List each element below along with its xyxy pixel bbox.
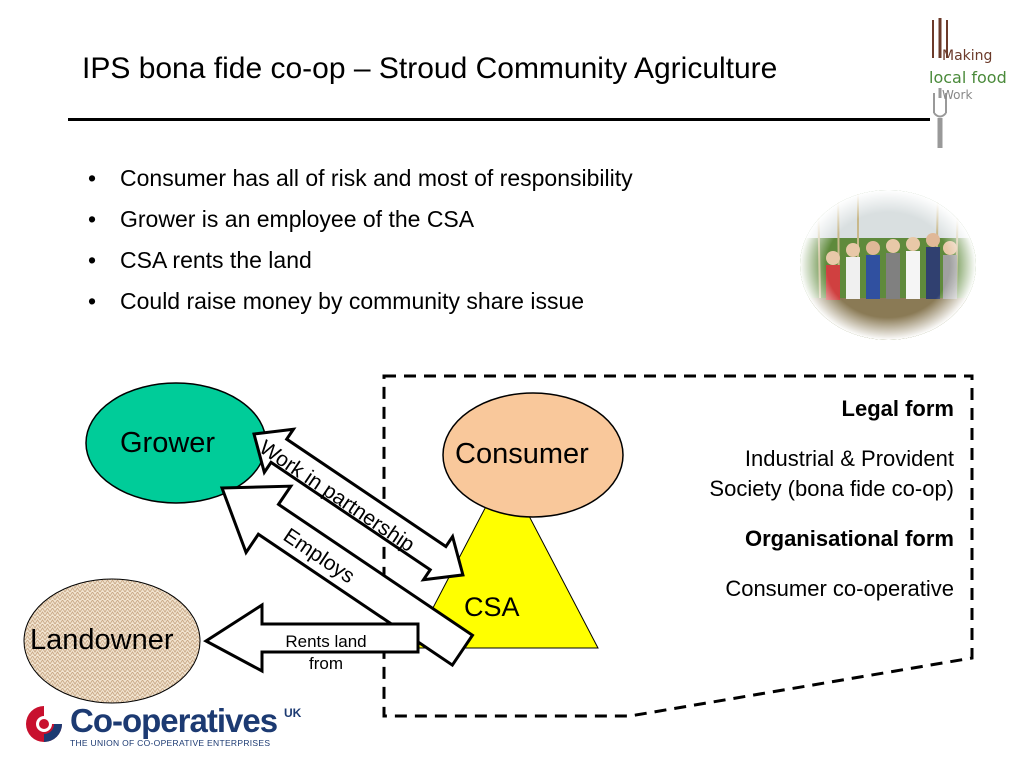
coop-swirl-icon bbox=[26, 706, 62, 742]
legal-form-heading: Legal form bbox=[841, 396, 954, 421]
coop-uk-suffix: UK bbox=[284, 706, 302, 720]
coop-tagline: THE UNION OF CO-OPERATIVE ENTERPRISES bbox=[70, 738, 271, 748]
grower-label: Grower bbox=[120, 427, 216, 459]
bullet-dot: • bbox=[88, 206, 97, 232]
mlfw-line2: local food bbox=[929, 68, 1007, 87]
partnership-arrow bbox=[252, 427, 465, 582]
csa-label: CSA bbox=[464, 592, 520, 622]
fork-icon bbox=[932, 18, 948, 148]
consumer-node bbox=[442, 392, 624, 518]
consumer-label: Consumer bbox=[455, 438, 589, 470]
legal-form-line1: Industrial & Provident bbox=[744, 446, 954, 471]
bullet-text: Grower is an employee of the CSA bbox=[120, 206, 475, 232]
org-form-heading: Organisational form bbox=[744, 526, 954, 551]
bullet-item: • Grower is an employee of the CSA bbox=[88, 201, 633, 242]
coop-name: Co-operatives bbox=[70, 702, 278, 739]
bullet-text: CSA rents the land bbox=[120, 247, 312, 273]
bullet-item: • Could raise money by community share is… bbox=[88, 283, 633, 324]
rents-label: Rents land from bbox=[285, 632, 367, 673]
slide-title: IPS bona fide co-op – Stroud Community A… bbox=[82, 52, 778, 85]
mlfw-line3: Work bbox=[942, 88, 973, 102]
bullet-text: Could raise money by community share iss… bbox=[120, 288, 585, 314]
bullet-dot: • bbox=[88, 247, 97, 273]
bullet-item: • Consumer has all of risk and most of re… bbox=[88, 160, 633, 201]
bullet-list: • Consumer has all of risk and most of re… bbox=[88, 160, 633, 324]
mlfw-line1: Making bbox=[942, 48, 993, 64]
group-photo bbox=[800, 190, 976, 340]
employs-arrow bbox=[219, 484, 475, 668]
bullet-dot: • bbox=[88, 165, 97, 191]
rents-arrow bbox=[203, 602, 420, 674]
title-underline bbox=[68, 118, 930, 121]
bullet-text: Consumer has all of risk and most of res… bbox=[120, 165, 633, 191]
bullet-dot: • bbox=[88, 288, 97, 314]
making-local-food-work-logo: Making local food Work bbox=[922, 18, 1007, 153]
org-form-value: Consumer co-operative bbox=[725, 576, 954, 601]
landowner-node bbox=[23, 578, 201, 704]
landowner-label: Landowner bbox=[30, 624, 174, 656]
csa-boundary bbox=[382, 374, 974, 718]
bullet-item: • CSA rents the land bbox=[88, 242, 633, 283]
legal-form-panel: Legal form Industrial & Provident Societ… bbox=[709, 394, 954, 604]
legal-form-line2: Society (bona fide co-op) bbox=[709, 476, 954, 501]
cooperatives-uk-logo: Co-operatives UK THE UNION OF CO-OPERATI… bbox=[22, 700, 322, 750]
